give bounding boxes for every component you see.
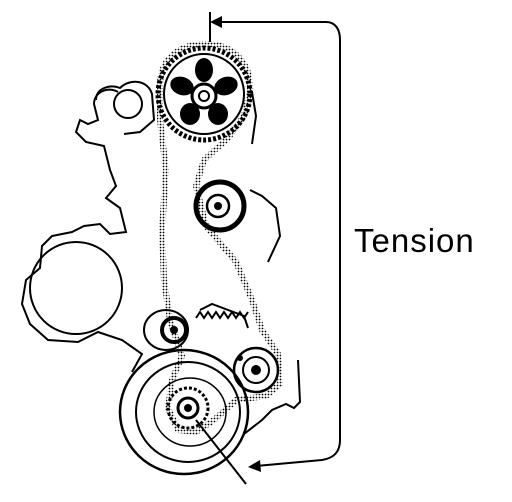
right-idler-mid [242, 356, 270, 384]
cam-sprocket-rim [163, 53, 245, 135]
cam-sprocket-spokes [170, 58, 238, 125]
tensioner-spring [195, 310, 249, 320]
idler-pulley-inner [205, 193, 231, 219]
tension-bracket [212, 21, 341, 467]
spring-bracket [199, 302, 249, 329]
crank-pulley-outer [118, 348, 250, 476]
idler-pulley-center [214, 202, 222, 210]
crank-hub [176, 396, 200, 420]
tension-label: Tension [354, 222, 475, 259]
left-pulley [29, 241, 123, 335]
engine-block-outline [20, 83, 302, 435]
crank-hub-center [184, 404, 192, 412]
timing-belt [157, 40, 284, 436]
cam-hub-center [198, 90, 210, 102]
right-idler-center [251, 365, 261, 375]
crank-pulley-mid [135, 361, 241, 463]
crank-leader [195, 419, 247, 485]
cam-hub [190, 82, 218, 110]
arrow-head-bottom [248, 460, 261, 472]
timing-cover-bump [95, 80, 156, 135]
right-idler-bolt [237, 355, 243, 361]
cover-boss [113, 89, 143, 119]
arrow-head-top [210, 16, 222, 28]
